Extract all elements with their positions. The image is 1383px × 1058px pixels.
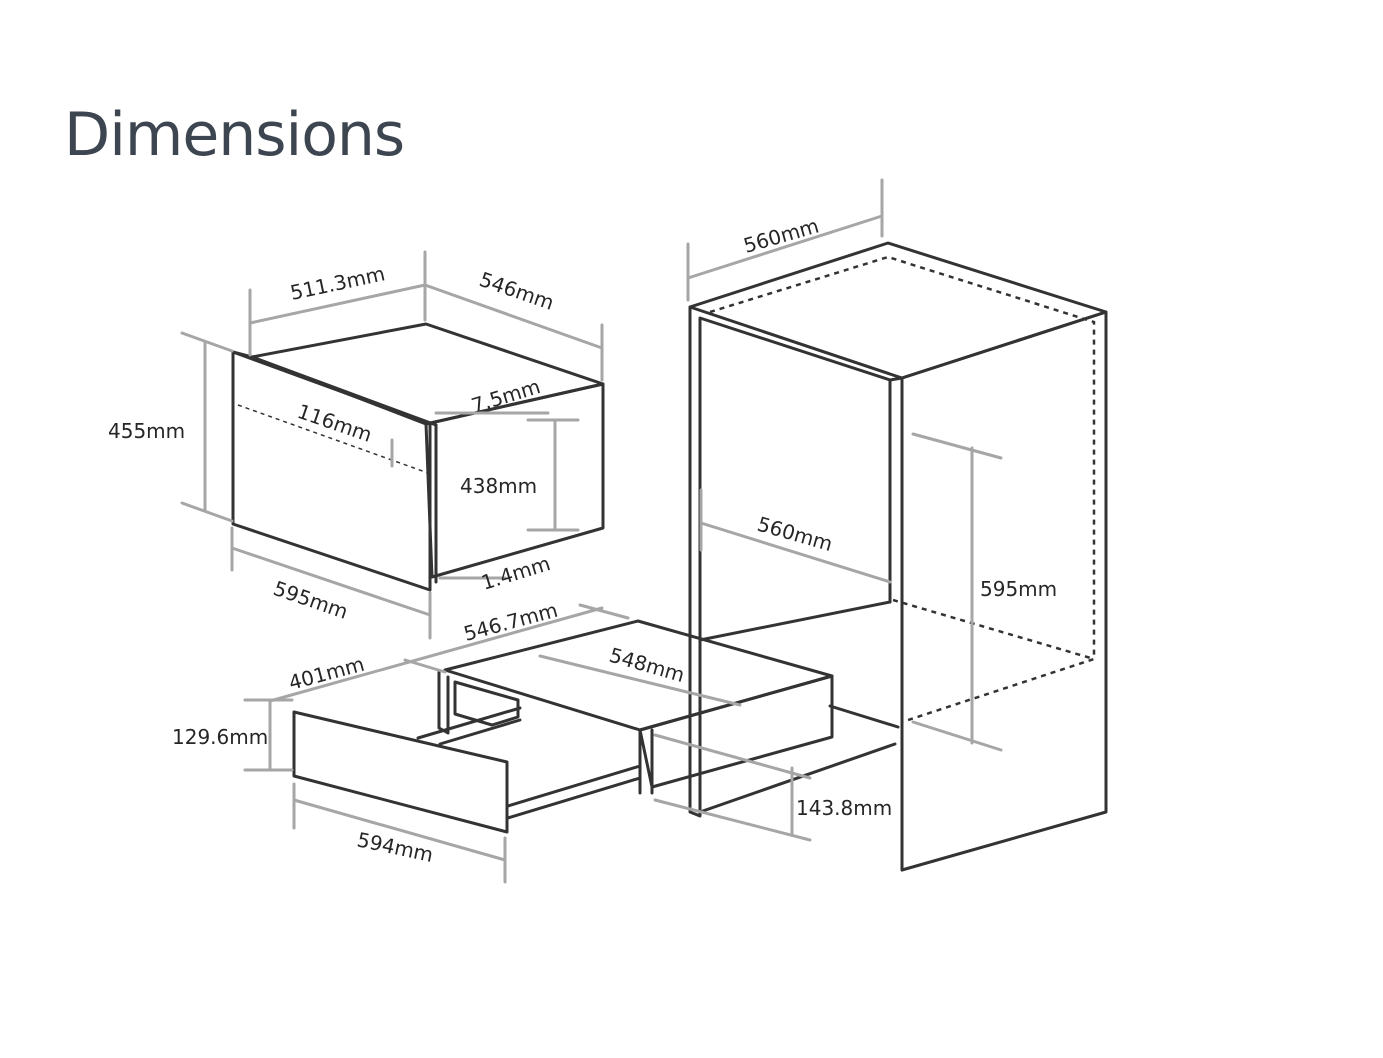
label-oven-door-thickness: 7.5mm — [468, 374, 543, 418]
label-oven-fascia-offset: 116mm — [294, 399, 375, 447]
drawer-left-rail — [416, 706, 522, 740]
label-drawer-width: 594mm — [355, 827, 435, 867]
oven-drawing — [231, 322, 605, 592]
cabinet-shelf-back — [698, 600, 892, 642]
cabinet-edge-link — [888, 376, 904, 382]
label-drawer-niche-height: 143.8mm — [796, 796, 892, 820]
oven-door-top-edge — [231, 350, 254, 359]
label-drawer-open-length: 401mm — [286, 652, 367, 695]
drawer-dimension-lines — [243, 603, 812, 884]
drawer-bottom-rail — [506, 764, 642, 808]
label-cabinet-depth-inner: 560mm — [755, 512, 836, 556]
page-title: Dimensions — [64, 100, 405, 170]
cabinet-hidden-floor — [892, 598, 1095, 661]
drawer-rear-block — [453, 680, 520, 727]
cabinet-drawing — [688, 241, 1108, 872]
label-oven-gap-bottom: 1.4mm — [478, 551, 553, 595]
drawer-rear-post — [437, 670, 450, 735]
drawer-drawing — [292, 619, 834, 834]
drawer-bottom-rail-2 — [506, 776, 642, 820]
label-oven-depth-body: 511.3mm — [288, 261, 387, 304]
label-oven-height: 455mm — [108, 419, 185, 443]
cabinet-top-face — [688, 241, 1108, 380]
label-cabinet-depth-top: 560mm — [741, 213, 822, 257]
cabinet-base-line — [698, 742, 897, 814]
label-drawer-extended-depth: 546.7mm — [461, 598, 560, 646]
drawer-left-rail-2 — [438, 718, 522, 746]
cabinet-left-panel — [688, 305, 892, 818]
oven-dimension-lines — [180, 250, 604, 640]
oven-door-thickness-edge — [250, 355, 438, 427]
cabinet-base-edge — [828, 704, 900, 729]
label-drawer-front-height: 129.6mm — [172, 725, 268, 749]
cabinet-dimension-lines — [686, 178, 1003, 752]
oven-fascia-hidden-line — [237, 404, 429, 474]
drawer-front-panel — [292, 710, 509, 834]
drawer-body-side — [638, 674, 834, 789]
label-drawer-body-depth: 548mm — [607, 643, 688, 687]
label-oven-body-height: 438mm — [460, 474, 537, 498]
label-cabinet-height: 595mm — [980, 577, 1057, 601]
cabinet-hidden-outline — [709, 255, 1096, 724]
